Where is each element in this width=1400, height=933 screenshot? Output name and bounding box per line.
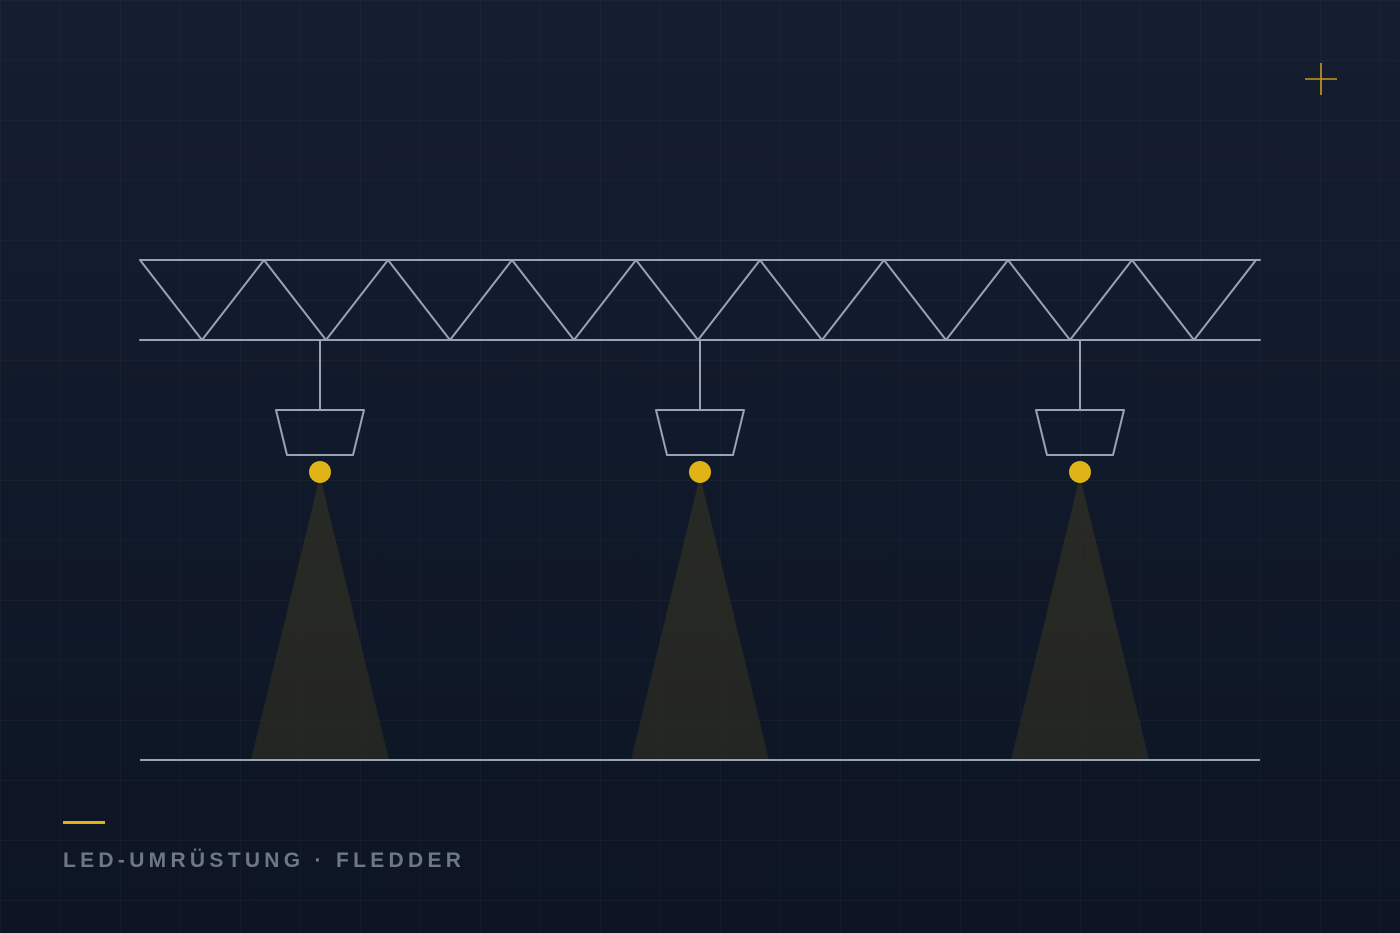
lamp-1-housing	[275, 409, 365, 456]
lamp-3-housing	[1035, 409, 1125, 456]
lamp-2-housing	[655, 409, 745, 456]
lamp-3	[1035, 340, 1125, 483]
truss-web-diagonals	[139, 259, 1257, 341]
lamp-2-beam	[631, 476, 769, 760]
caption-text: LED-UMRÜSTUNG · FLEDDER	[63, 849, 466, 872]
lamp-3-led-dot	[1069, 461, 1091, 483]
caption-accent-bar	[63, 821, 105, 824]
lamp-1-led-dot	[309, 461, 331, 483]
light-fixtures	[275, 340, 1125, 483]
lamp-3-beam	[1011, 476, 1149, 760]
crosshair-plus-icon	[1305, 63, 1337, 95]
roof-truss	[139, 259, 1261, 341]
lamp-1	[275, 340, 365, 483]
light-beams	[251, 476, 1149, 760]
lamp-1-beam	[251, 476, 389, 760]
lamp-2	[655, 340, 745, 483]
lamp-2-led-dot	[689, 461, 711, 483]
